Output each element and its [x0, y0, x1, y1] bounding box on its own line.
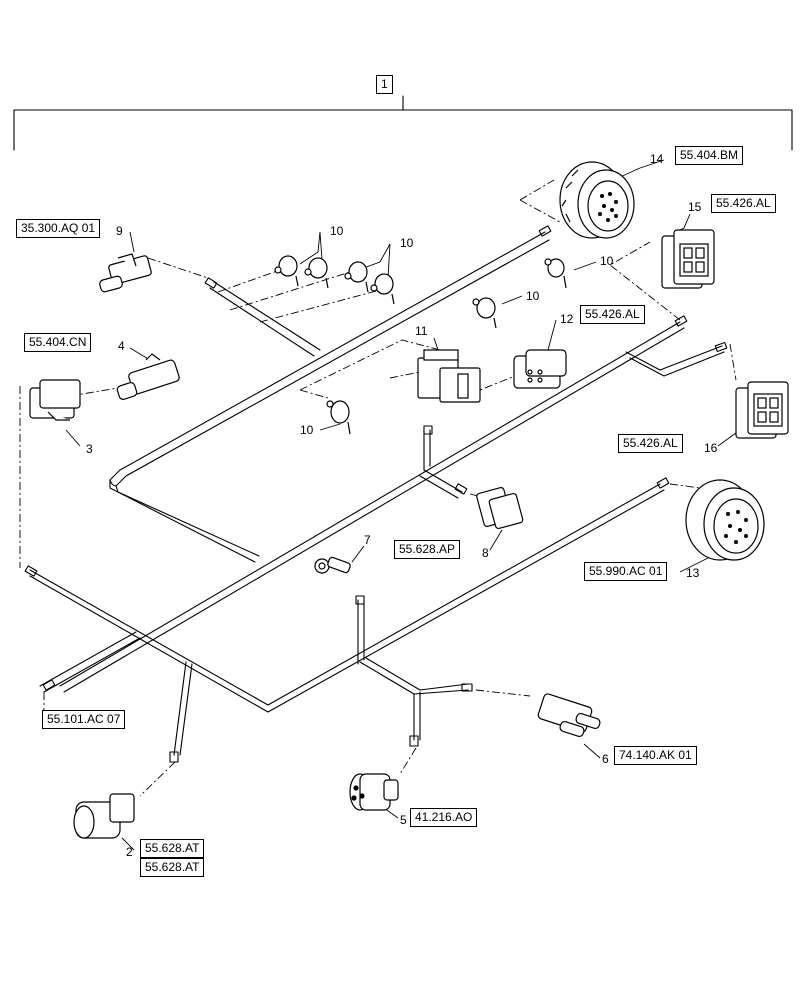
callout-8: 8	[482, 546, 489, 560]
callout-10: 10	[400, 236, 414, 250]
ref-box-9: 35.300.AQ 01	[16, 219, 101, 238]
harness-branch-7	[357, 599, 365, 665]
callout-11: 11	[415, 324, 428, 338]
ref-box-15: 55.426.AL	[711, 194, 776, 213]
harness-branch-left-end	[39, 631, 141, 693]
callout-3: 3	[86, 442, 93, 456]
callout-15: 15	[688, 200, 702, 214]
callout-16: 16	[704, 441, 718, 455]
harness-branch-2	[173, 661, 193, 756]
leader-11-12	[389, 371, 521, 395]
connector-16-icon	[735, 381, 789, 439]
ring-terminal-7-icon	[314, 556, 351, 574]
connector-14-icon	[559, 161, 635, 239]
ref-box-14: 55.404.BM	[675, 146, 744, 165]
callout-10: 10	[300, 423, 314, 437]
connector-3-icon	[29, 379, 81, 421]
callout-4: 4	[118, 339, 125, 353]
callout-14: 14	[650, 152, 664, 166]
ref-box-8: 55.628.AP	[394, 540, 461, 559]
harness-branch-vertical-left	[109, 479, 260, 563]
connector-5-icon	[349, 773, 399, 811]
harness-branch-16	[625, 345, 725, 377]
leader-13	[669, 483, 701, 489]
leader-14b	[519, 179, 555, 201]
ref-box-harness: 55.101.AC 07	[42, 710, 126, 729]
leader-9	[147, 257, 209, 279]
harness-trunk-middle	[59, 321, 685, 693]
ref-box-2a: 55.628.AT	[140, 839, 205, 858]
ref-box-6: 74.140.AK 01	[614, 746, 697, 765]
connector-2-icon	[73, 793, 135, 839]
leader-11-10	[299, 339, 441, 399]
callout-12: 12	[560, 312, 574, 326]
leader-6	[475, 689, 531, 697]
ref-box-13: 55.990.AC 01	[584, 562, 668, 581]
callout-6: 6	[602, 752, 609, 766]
ref-box-12: 55.426.AL	[580, 305, 645, 324]
callout-10: 10	[526, 289, 540, 303]
connector-9-icon	[99, 253, 152, 293]
callout-9: 9	[116, 224, 123, 238]
leader-5	[399, 747, 417, 775]
connector-13-icon	[685, 479, 765, 561]
harness-branch-9	[209, 281, 321, 357]
connector-8-icon	[476, 487, 524, 530]
assembly-bracket	[13, 109, 793, 151]
ref-box-4: 55.404.CN	[24, 333, 92, 352]
leader-2	[139, 761, 176, 797]
ref-box-2b: 55.628.AT	[140, 858, 205, 877]
connector-4-icon	[116, 353, 180, 400]
callout-5: 5	[400, 813, 407, 827]
leader-14	[519, 199, 561, 223]
leader-8	[469, 493, 487, 499]
connector-11-icon	[417, 349, 481, 403]
connector-15-icon	[661, 229, 715, 289]
ref-box-5: 41.216.AO	[410, 808, 478, 827]
ref-box-16: 55.426.AL	[618, 434, 683, 453]
connector-6-icon	[537, 693, 601, 738]
leader-clips	[217, 269, 381, 323]
clip-10-icons	[274, 255, 567, 435]
harness-branch-5-6	[359, 657, 469, 741]
connector-12-icon	[513, 349, 567, 389]
callout-10: 10	[600, 254, 614, 268]
harness-trunk-upper	[109, 231, 550, 487]
assembly-number: 1	[376, 75, 393, 94]
callout-10: 10	[330, 224, 344, 238]
leader-15	[609, 241, 681, 321]
callout-13: 13	[686, 566, 700, 580]
callout-7: 7	[364, 533, 371, 547]
harness-trunk-lower	[29, 483, 665, 713]
leader-16	[729, 343, 737, 381]
callout-2: 2	[126, 845, 133, 859]
tube-ends	[24, 225, 728, 763]
